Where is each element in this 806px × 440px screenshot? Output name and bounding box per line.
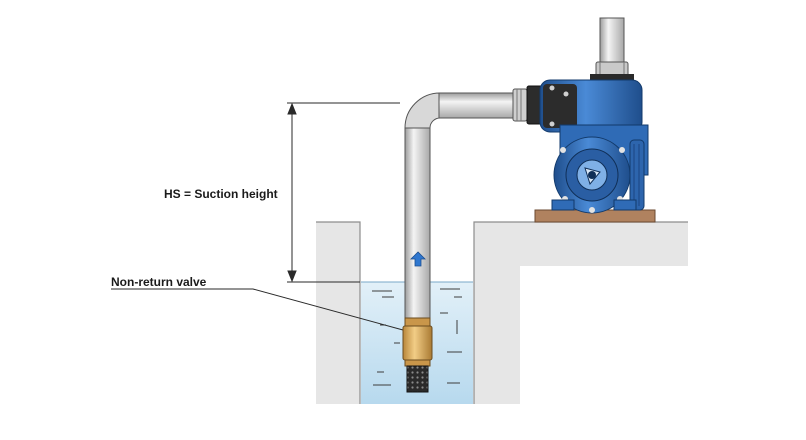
discharge-pipe — [599, 17, 625, 67]
right-ground — [474, 222, 688, 404]
suction-height-dimension — [287, 102, 400, 283]
pit-outline — [316, 221, 361, 404]
up-arrow-icon — [410, 251, 426, 267]
dimension-arrow-bottom — [287, 270, 297, 283]
strainer-mesh-icon — [406, 365, 429, 393]
suction-pipe-vertical — [404, 127, 431, 321]
dimension-arrow-top — [287, 102, 297, 115]
pit-left-wall — [316, 222, 360, 404]
suction-pipe-horizontal — [438, 92, 516, 119]
centrifugal-pump-icon — [539, 17, 649, 214]
valve-leader-line — [111, 288, 404, 331]
non-return-valve — [402, 317, 433, 367]
pipe-elbow — [404, 92, 441, 129]
suction-height-label: HS = Suction height — [164, 187, 278, 201]
pipe-coupling — [512, 85, 544, 125]
non-return-valve-label: Non-return valve — [111, 275, 207, 289]
